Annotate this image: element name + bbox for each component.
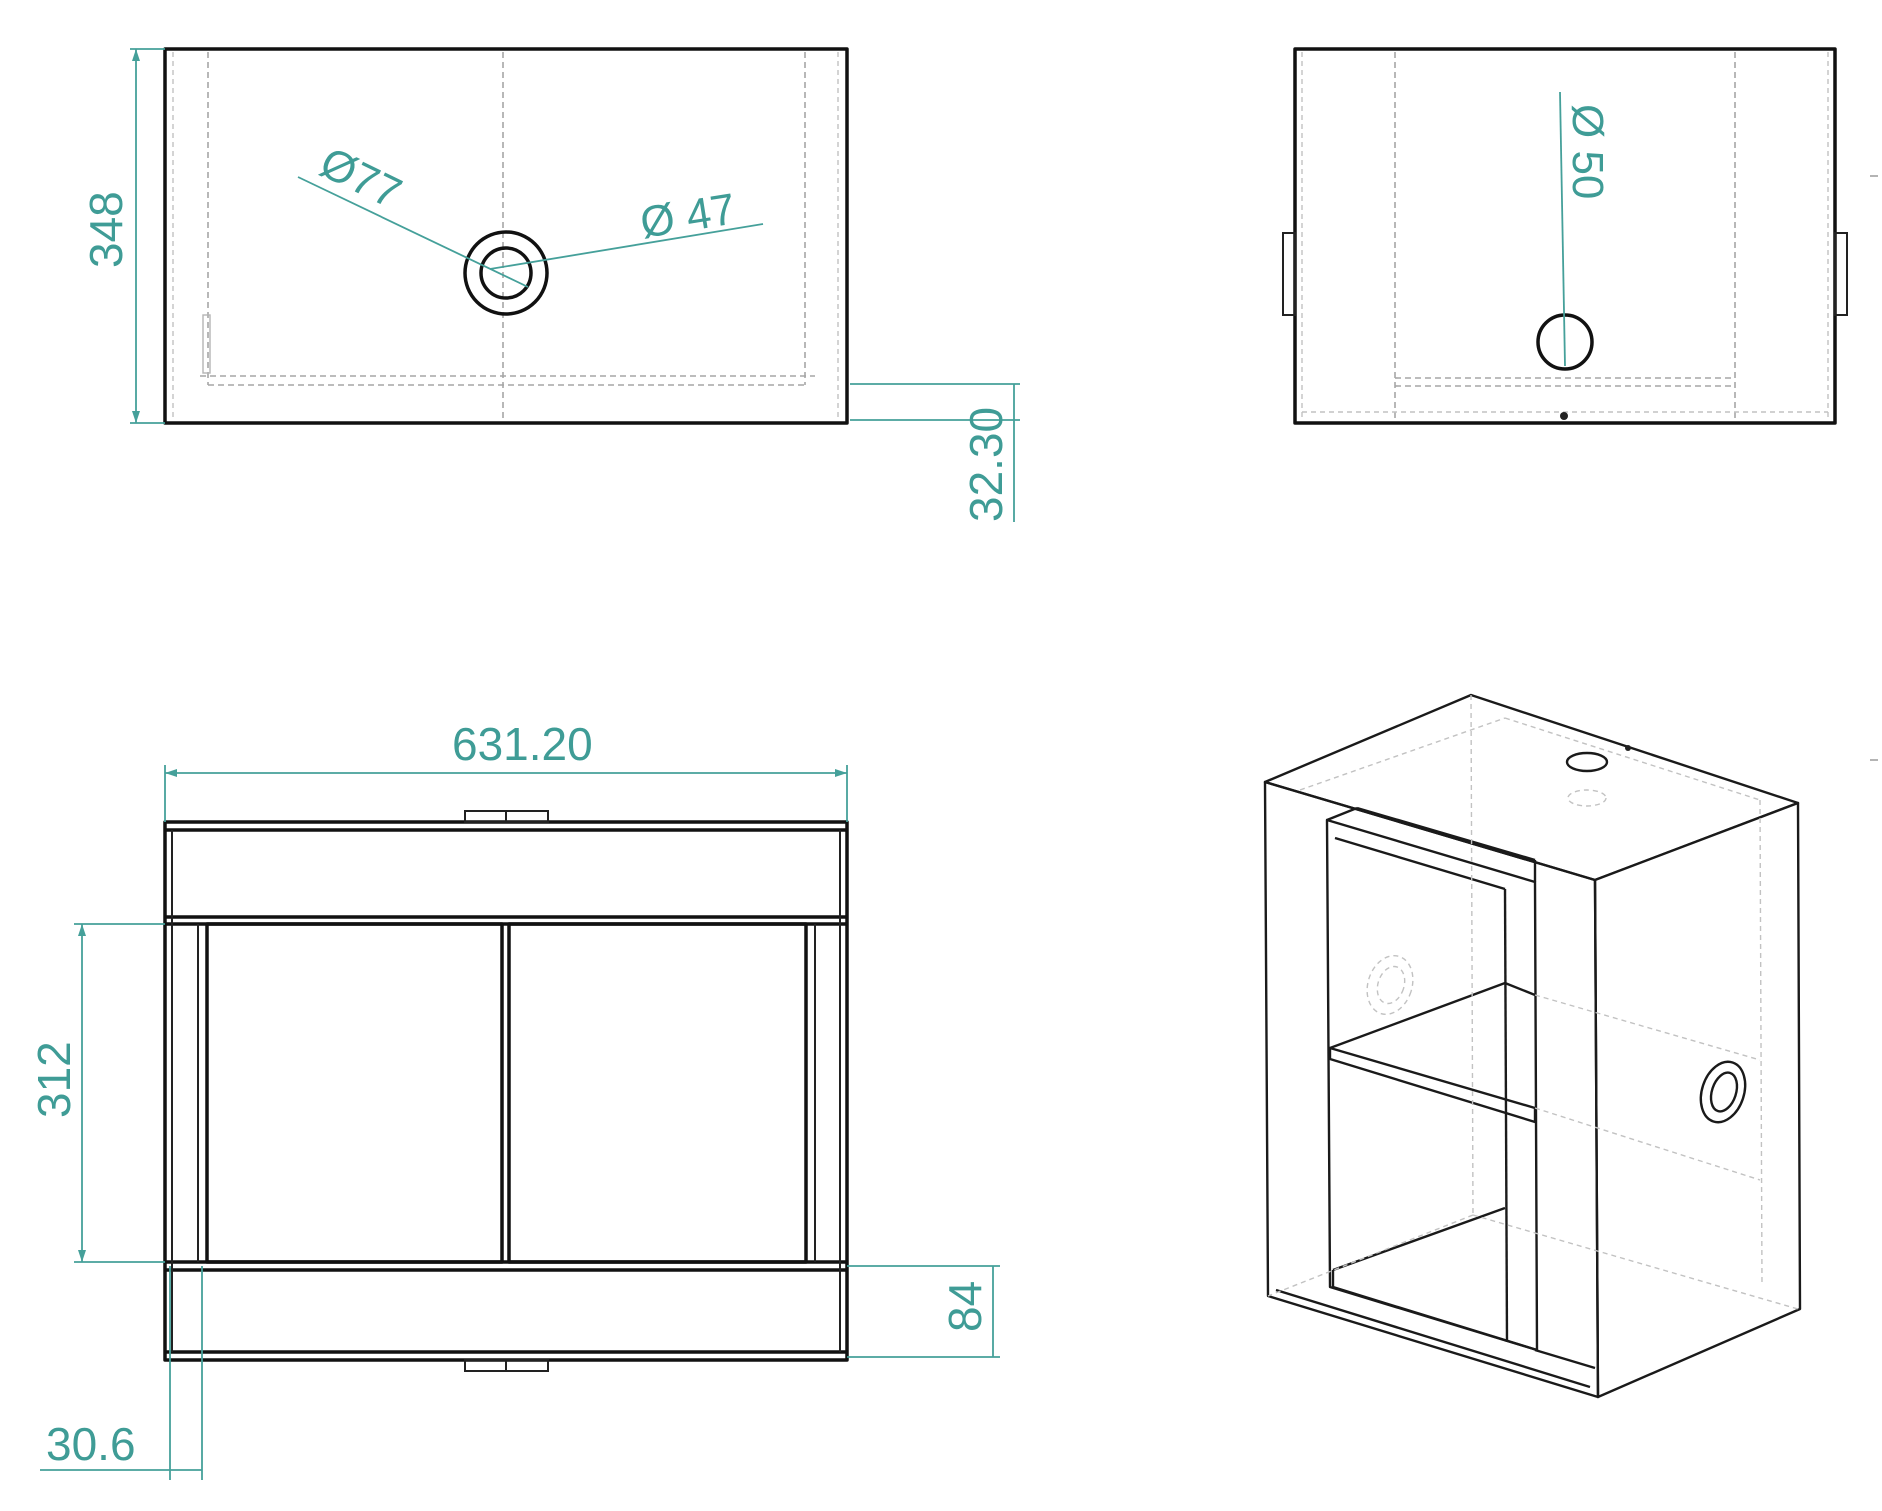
iso-shelf-back-right bbox=[1504, 981, 1536, 997]
iso-hidden-top-1 bbox=[1299, 717, 1506, 791]
side-view: Ø 50 bbox=[1282, 47, 1848, 425]
dim-631-label: 631.20 bbox=[452, 718, 593, 770]
side-view-bracket-left bbox=[1282, 232, 1296, 316]
iso-hidden-hole-outer bbox=[1366, 954, 1414, 1016]
side-hole bbox=[1536, 313, 1594, 371]
iso-hidden-hole-inner bbox=[1376, 965, 1406, 1005]
dia-50-label: Ø 50 bbox=[1563, 104, 1612, 199]
dim-84-label: 84 bbox=[939, 1281, 991, 1332]
iso-hidden-shelf-back-2 bbox=[1534, 1107, 1761, 1181]
side-view-drain-dot bbox=[1560, 412, 1568, 420]
side-view-bracket-right bbox=[1834, 232, 1848, 316]
iso-top-dot bbox=[1625, 745, 1631, 751]
iso-hidden-back-bottom bbox=[1472, 1214, 1799, 1310]
iso-inner-top-line bbox=[1334, 836, 1506, 891]
top-view-outline bbox=[163, 47, 849, 425]
iso-side-hole-outer bbox=[1699, 1060, 1747, 1124]
iso-bottom-back bbox=[1332, 1206, 1506, 1272]
iso-bottom-front bbox=[1332, 1285, 1538, 1352]
front-view: 631.20 312 84 30.6 bbox=[28, 718, 1000, 1480]
iso-inner-edge-2 bbox=[1356, 806, 1536, 862]
front-view-door-right bbox=[507, 922, 808, 1264]
iso-inner-back-vertical bbox=[1503, 888, 1509, 1343]
iso-shelf-front bbox=[1328, 1046, 1537, 1124]
iso-side-face bbox=[1593, 801, 1802, 1399]
top-view-slot bbox=[202, 314, 211, 374]
dim-306-label: 30.6 bbox=[46, 1418, 136, 1470]
iso-side-hole-inner bbox=[1709, 1071, 1739, 1113]
iso-base-line-2 bbox=[1534, 1348, 1596, 1370]
iso-hidden-back-left bbox=[1267, 1214, 1474, 1297]
front-view-door-left bbox=[205, 922, 504, 1264]
iso-shelf-back-left bbox=[1329, 981, 1506, 1050]
isometric-view bbox=[1263, 693, 1802, 1399]
iso-base-line bbox=[1275, 1288, 1591, 1389]
dia-47-label: Ø 47 bbox=[637, 185, 739, 248]
dia-77-leader bbox=[297, 176, 529, 288]
front-view-outline bbox=[163, 820, 849, 1362]
tap-hole-outer bbox=[463, 230, 549, 316]
dia-47-leader bbox=[489, 223, 764, 270]
iso-hidden-back-vertical bbox=[1470, 694, 1474, 1216]
dim-312-label: 312 bbox=[28, 1041, 80, 1118]
top-view: Ø77 Ø 47 348 32.30 bbox=[80, 47, 1020, 522]
dim-3230-label: 32.30 bbox=[960, 407, 1012, 522]
iso-inner-edge-1 bbox=[1326, 806, 1358, 822]
dim-348-label: 348 bbox=[80, 191, 132, 268]
iso-top-hole-hidden bbox=[1567, 789, 1607, 807]
tap-hole-inner bbox=[479, 246, 533, 300]
dia-50-leader bbox=[1559, 91, 1566, 367]
iso-hidden-shelf-back bbox=[1534, 994, 1761, 1061]
iso-top-hole bbox=[1565, 751, 1609, 773]
iso-front-frame bbox=[1263, 780, 1600, 1399]
